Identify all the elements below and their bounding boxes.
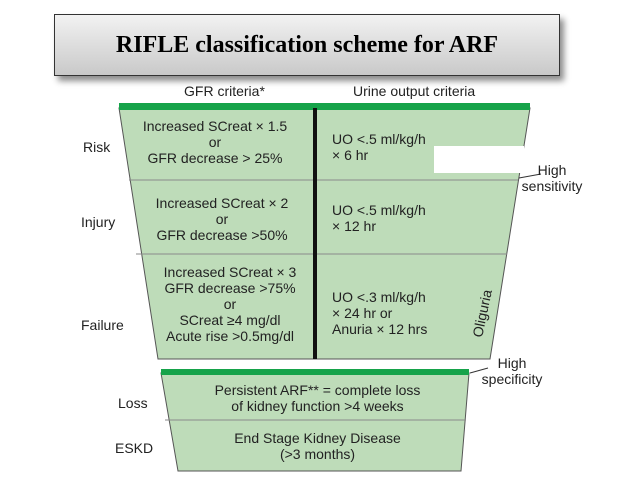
loss-line: of kidney function >4 weeks (231, 398, 404, 414)
high-specificity-label: High specificity (472, 355, 552, 387)
upper-top-bar (119, 103, 530, 110)
high-sensitivity-label: High sensitivity (512, 162, 592, 194)
risk-gfr-line: GFR decrease > 25% (147, 150, 283, 166)
high-sensitivity-line: High (537, 162, 567, 178)
risk-uo-line: UO <.5 ml/kg/h (332, 131, 426, 147)
page-title: RIFLE classification scheme for ARF (115, 31, 499, 58)
row-label-failure: Failure (81, 317, 124, 333)
injury-gfr-line: Increased SCreat × 2 (155, 195, 289, 211)
row-label-injury: Injury (81, 214, 116, 230)
gfr-criteria-header: GFR criteria* (184, 83, 265, 99)
failure-gfr-line: Acute rise >0.5mg/dl (165, 328, 294, 344)
failure-gfr-line: or (223, 296, 237, 312)
injury-gfr-criteria: Increased SCreat × 2 or GFR decrease >50… (133, 195, 311, 243)
failure-gfr-criteria: Increased SCreat × 3 GFR decrease >75% o… (145, 264, 315, 344)
title-box: RIFLE classification scheme for ARF (54, 14, 560, 76)
urine-output-header: Urine output criteria (353, 83, 476, 99)
eskd-line: (>3 months) (279, 446, 356, 462)
loss-criteria: Persistent ARF** = complete loss of kidn… (175, 382, 460, 414)
row-label-eskd: ESKD (115, 440, 154, 456)
failure-gfr-line: GFR decrease >75% (164, 280, 296, 296)
risk-gfr-line: Increased SCreat × 1.5 (142, 118, 288, 134)
failure-uo-line: UO <.3 ml/kg/h (332, 289, 426, 305)
injury-uo-line: × 12 hr (332, 218, 376, 234)
failure-uo-line: × 24 hr or (332, 305, 393, 321)
injury-uo-line: UO <.5 ml/kg/h (332, 202, 426, 218)
high-sensitivity-line: sensitivity (521, 178, 583, 194)
high-specificity-line: specificity (481, 371, 543, 387)
specificity-line (469, 367, 489, 374)
row-label-loss: Loss (118, 395, 148, 411)
injury-gfr-line: or (215, 211, 229, 227)
row-label-risk: Risk (83, 139, 111, 155)
failure-gfr-line: Increased SCreat × 3 (163, 264, 297, 280)
sensitivity-line (518, 173, 542, 179)
eskd-line: End Stage Kidney Disease (234, 430, 401, 446)
risk-uo-line: × 6 hr (332, 147, 369, 163)
risk-gfr-line: or (208, 134, 222, 150)
failure-gfr-line: SCreat ≥4 mg/dl (179, 312, 281, 328)
injury-gfr-line: GFR decrease >50% (156, 227, 288, 243)
risk-uo-criteria: UO <.5 ml/kg/h × 6 hr (332, 131, 426, 163)
loss-line: Persistent ARF** = complete loss (214, 382, 421, 398)
risk-gfr-criteria: Increased SCreat × 1.5 or GFR decrease >… (120, 118, 310, 166)
high-specificity-line: High (497, 355, 527, 371)
failure-uo-line: Anuria × 12 hrs (332, 321, 428, 337)
eskd-criteria: End Stage Kidney Disease (>3 months) (175, 430, 460, 462)
injury-uo-criteria: UO <.5 ml/kg/h × 12 hr (332, 202, 426, 234)
lower-top-bar (161, 369, 469, 375)
white-mask (434, 146, 524, 173)
failure-uo-criteria: UO <.3 ml/kg/h × 24 hr or Anuria × 12 hr… (332, 289, 427, 337)
